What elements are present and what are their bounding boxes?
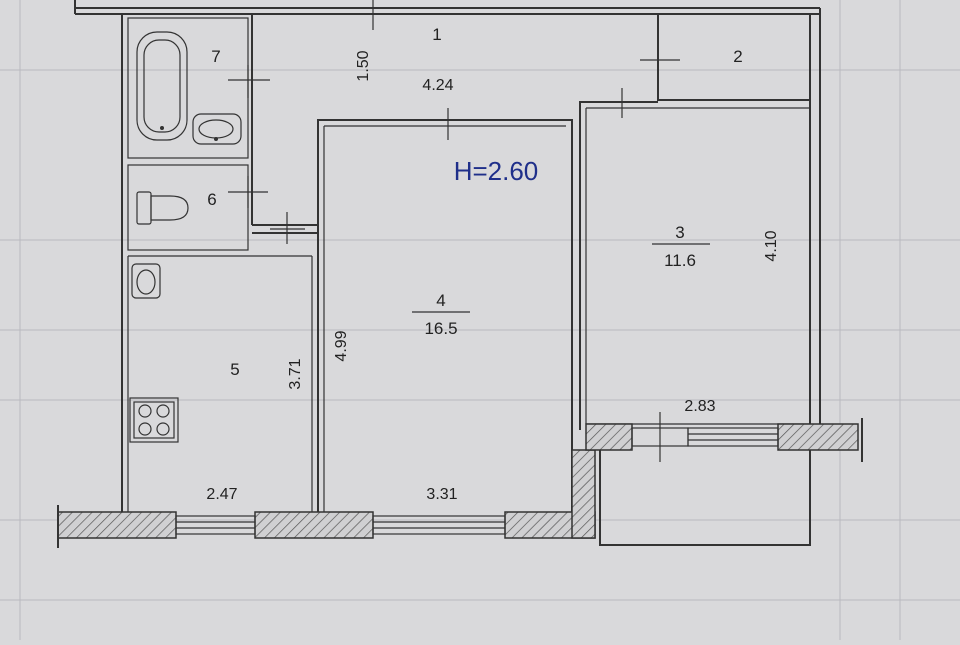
dim-corridor-length: 4.24 <box>422 77 453 94</box>
room-7-label: 7 <box>211 47 220 66</box>
sink-icon <box>192 113 242 145</box>
room-4-label: 4 <box>436 291 445 310</box>
room-1-label: 1 <box>432 25 441 44</box>
dim-corridor-width: 1.50 <box>355 50 372 81</box>
dim-kitchen-width: 2.47 <box>206 486 237 503</box>
toilet-icon <box>136 191 189 225</box>
walls <box>74 0 821 546</box>
room-4-area: 16.5 <box>424 319 457 338</box>
dim-room4-depth: 4.99 <box>333 330 350 361</box>
room-3-area: 11.6 <box>664 251 696 270</box>
ceiling-height-label: H=2.60 <box>454 156 539 186</box>
kitchen-sink-icon <box>131 263 161 299</box>
room-2-label: 2 <box>733 47 742 66</box>
bathtub-icon <box>136 31 188 141</box>
dim-room3-width: 2.83 <box>684 398 715 415</box>
dim-kitchen-depth: 3.71 <box>287 358 304 389</box>
room-3-label: 3 <box>675 223 684 242</box>
dim-room4-width: 3.31 <box>426 486 457 503</box>
dim-room3-depth: 4.10 <box>763 230 780 261</box>
stove-icon <box>129 397 179 443</box>
door-marks <box>228 0 680 462</box>
room-5-label: 5 <box>230 360 239 379</box>
room-6-label: 6 <box>207 190 216 209</box>
